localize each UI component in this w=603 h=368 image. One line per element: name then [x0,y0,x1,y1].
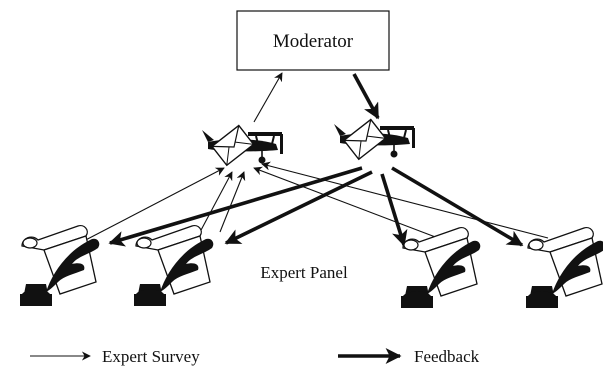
feedback-arrow-expert4 [391,166,524,247]
survey-arrow-to-moderator [253,72,283,123]
survey-arrow-expert3 [253,166,439,239]
legend: Expert Survey Feedback [30,347,480,366]
legend-feedback-label: Feedback [414,347,480,366]
quill-scroll-inkwell-icon [19,224,100,307]
moderator-box [236,10,390,71]
survey-arrows [75,72,549,246]
survey-arrow-expert2a [199,171,233,233]
moderator-label: Moderator [273,31,354,52]
feedback-arrow-expert2 [224,170,373,245]
biplane-mail-icon [333,118,416,161]
survey-arrow-expert1 [75,167,225,246]
expert-panel-label: Expert Panel [260,263,348,282]
survey-arrow-expert2b [219,171,246,233]
feedback-arrow-from-moderator [352,73,380,120]
quill-scroll-inkwell-icon [133,224,214,307]
feedback-arrow-expert3 [380,173,408,247]
quill-scroll-inkwell-icon [525,226,603,309]
feedback-arrows [108,73,524,247]
feedback-arrow-expert1 [108,166,363,247]
survey-arrow-expert4 [261,161,549,239]
quill-scroll-inkwell-icon [400,226,481,309]
biplane-mail-icon [201,124,284,167]
moderator-node: Moderator [236,10,390,71]
legend-survey-label: Expert Survey [102,347,200,366]
